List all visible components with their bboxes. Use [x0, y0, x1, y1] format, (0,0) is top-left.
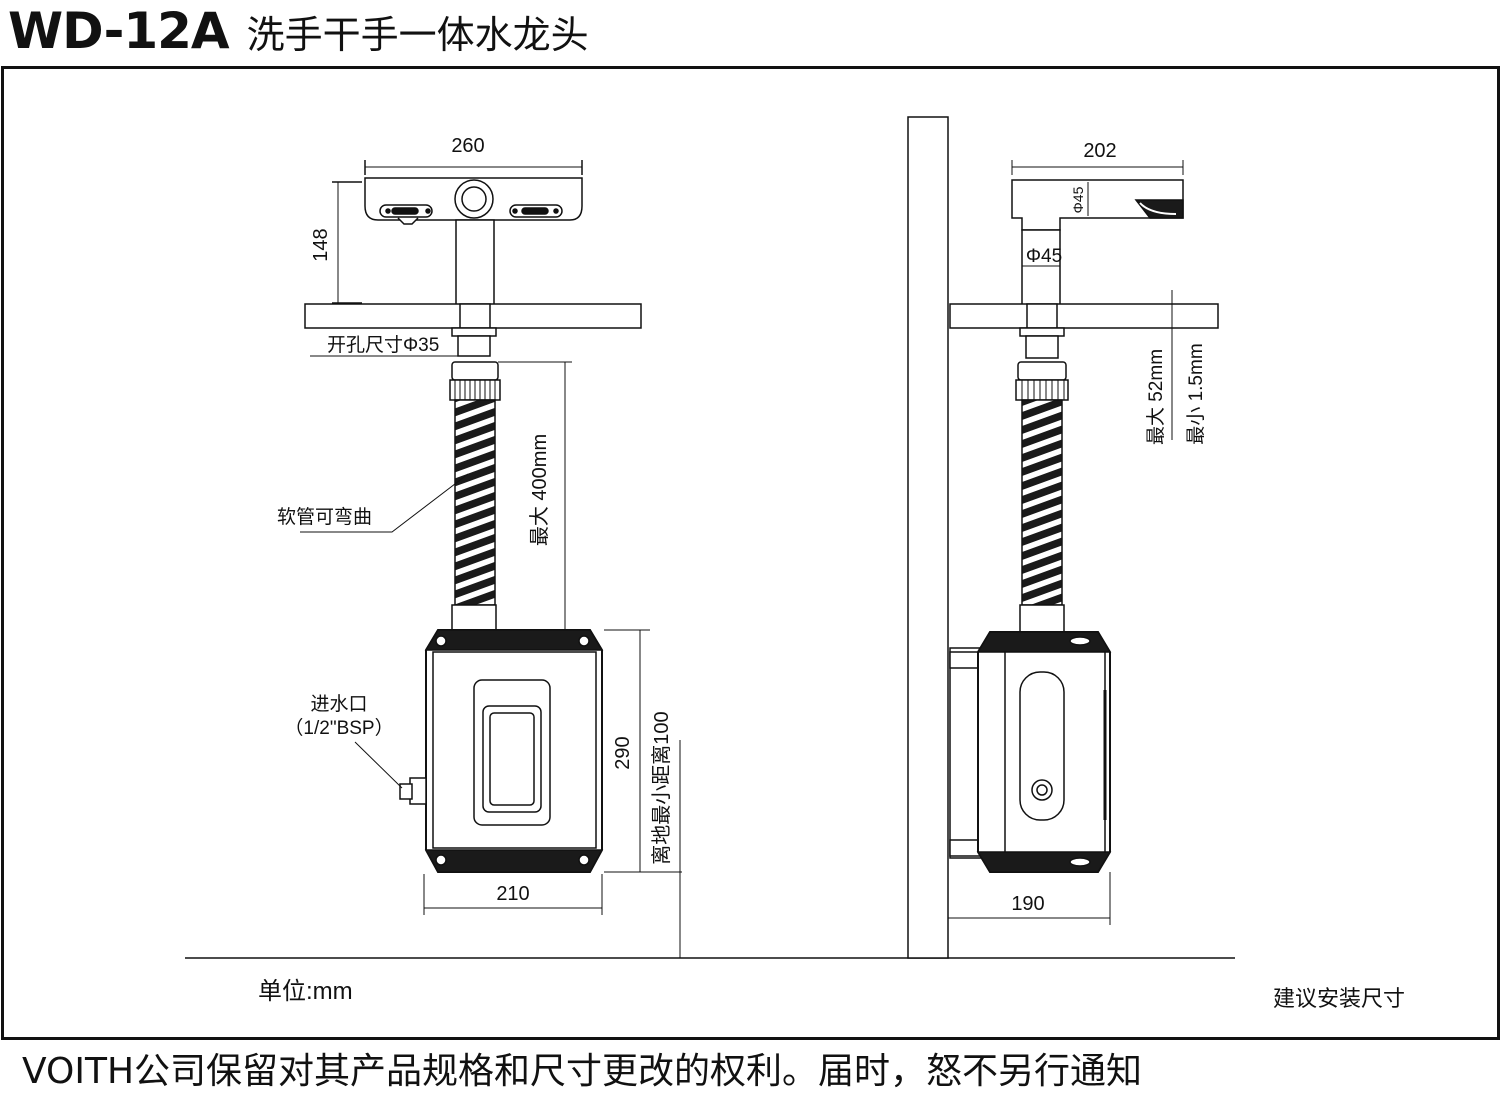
control-box-side — [949, 631, 1112, 873]
footer-note: VOITH公司保留对其产品规格和尺寸更改的权利。届时，怒不另行通知 — [22, 1051, 1143, 1092]
flexible-hose-side — [1021, 399, 1063, 606]
flexible-hose-front — [454, 399, 496, 606]
product-name: 洗手干手一体水龙头 — [246, 13, 589, 57]
faucet-head-side — [1011, 179, 1184, 231]
hole-size-label: 开孔尺寸Φ35 — [327, 334, 439, 356]
dim-148: 148 — [310, 228, 332, 261]
title-block: WD-12A 洗手干手一体水龙头 — [8, 2, 589, 62]
dim-spout-diameter: Φ45 — [1070, 186, 1086, 213]
dim-290: 290 — [612, 736, 634, 769]
dim-floor-distance: 离地最小距离100 — [650, 711, 673, 864]
hose-note: 软管可弯曲 — [277, 506, 372, 528]
dim-counter-max: 最大 52mm — [1145, 349, 1167, 445]
inlet-spec: （1/2"BSP） — [284, 717, 393, 739]
dim-190: 190 — [1011, 893, 1044, 915]
front-view — [300, 160, 682, 958]
drawing-frame — [1, 66, 1500, 1040]
dim-hose-max: 最大 400mm — [528, 434, 551, 546]
inlet-label: 进水口 — [310, 693, 367, 715]
model-number: WD-12A — [8, 2, 230, 60]
dim-stem-diameter: Φ45 — [1026, 246, 1062, 267]
unit-label: 单位:mm — [258, 978, 353, 1005]
dim-210: 210 — [496, 883, 529, 905]
side-view — [907, 116, 1219, 959]
dim-260: 260 — [451, 135, 484, 157]
dim-202: 202 — [1083, 140, 1116, 162]
control-box-front — [399, 629, 604, 873]
install-caption: 建议安装尺寸 — [1273, 986, 1405, 1011]
dim-counter-min: 最小 1.5mm — [1185, 343, 1207, 444]
faucet-head-front — [364, 177, 583, 225]
wall — [907, 116, 949, 959]
